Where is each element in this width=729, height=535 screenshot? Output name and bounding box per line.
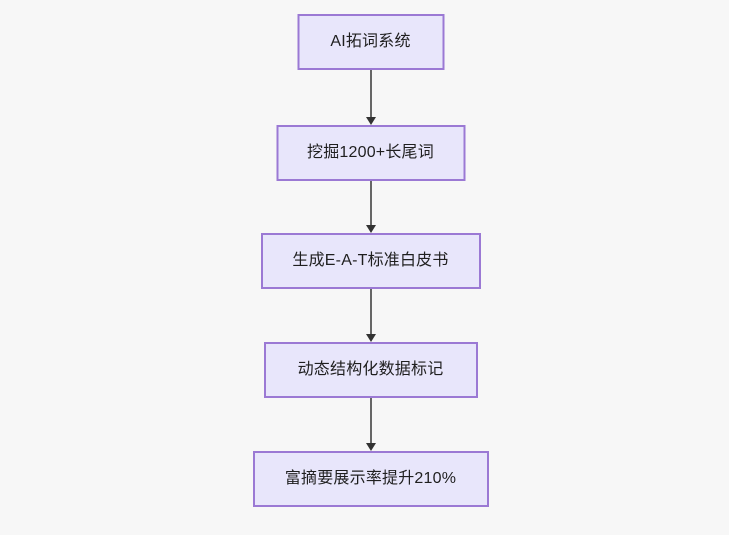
flow-edge-n3-to-n4 bbox=[365, 289, 377, 342]
flow-node-n4[interactable]: 动态结构化数据标记 bbox=[263, 342, 478, 398]
edge-line-icon bbox=[369, 181, 372, 225]
flow-edge-n4-to-n5 bbox=[365, 398, 377, 451]
edge-line-icon bbox=[369, 70, 372, 117]
arrowhead-down-icon bbox=[365, 334, 376, 342]
flow-node-n5[interactable]: 富摘要展示率提升210% bbox=[252, 451, 489, 507]
flow-node-label: 富摘要展示率提升210% bbox=[284, 470, 457, 487]
arrowhead-down-icon bbox=[365, 443, 376, 451]
flow-node-n2[interactable]: 挖掘1200+长尾词 bbox=[276, 125, 465, 181]
flow-edge-n1-to-n2 bbox=[365, 70, 377, 125]
edge-line-icon bbox=[369, 398, 372, 443]
flow-node-label: 挖掘1200+长尾词 bbox=[307, 144, 434, 161]
arrowhead-down-icon bbox=[365, 225, 376, 233]
flow-node-label: AI拓词系统 bbox=[330, 33, 411, 50]
flow-node-n1[interactable]: AI拓词系统 bbox=[297, 14, 444, 70]
edge-line-icon bbox=[369, 289, 372, 334]
flow-node-n3[interactable]: 生成E-A-T标准白皮书 bbox=[260, 233, 481, 289]
flow-node-label: 生成E-A-T标准白皮书 bbox=[292, 252, 449, 269]
flow-edge-n2-to-n3 bbox=[365, 181, 377, 233]
arrowhead-down-icon bbox=[365, 117, 376, 125]
flow-node-label: 动态结构化数据标记 bbox=[297, 361, 444, 378]
